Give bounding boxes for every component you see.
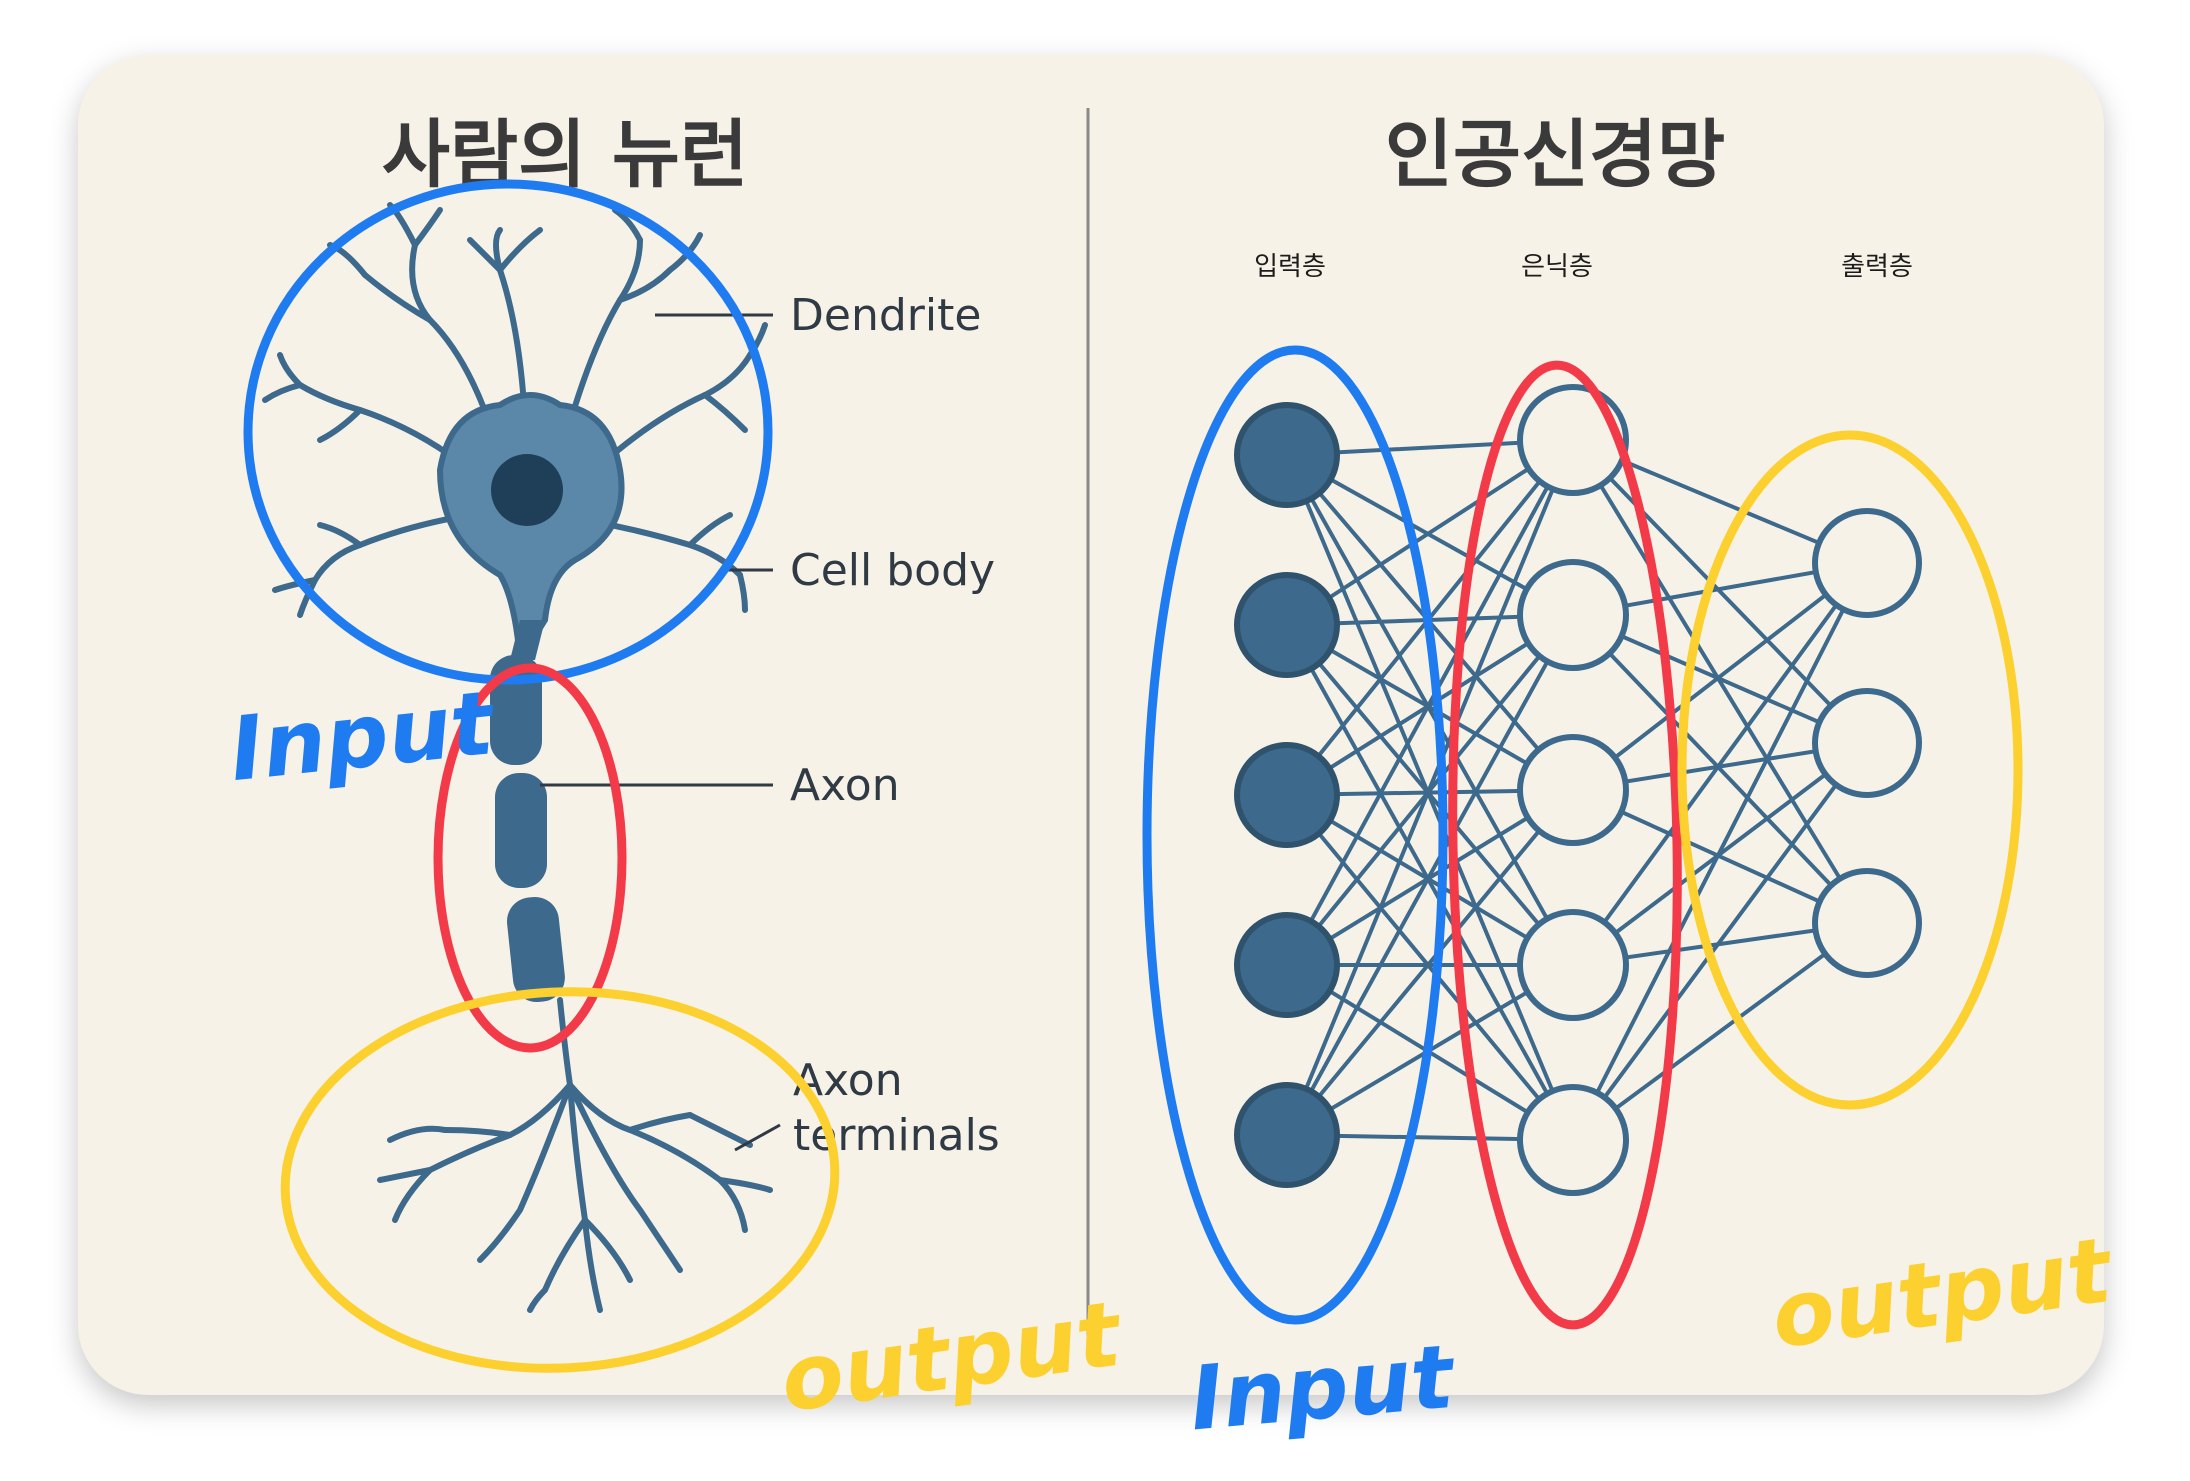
axon-terminals [377,997,773,1313]
network-edge [1571,438,1869,925]
network-edge [1285,623,1575,967]
label-dendrite: Dendrite [790,290,981,341]
network-edge [1285,454,1575,966]
annotation-oval-blue-network [1142,345,1448,1325]
annotation-text-input-network: Input [1186,1325,1460,1451]
network-edge [1571,921,1869,1142]
network-edge [1285,439,1575,1136]
annotation-oval-yellow-network [1677,430,2023,1110]
output-node [1812,508,1922,618]
network-edge [1285,793,1575,1142]
neuron-title: 사람의 뉴런 [382,112,748,198]
network-edge [1571,613,1869,925]
hidden-node [1517,384,1629,496]
network-edge [1285,624,1575,1141]
neuron-nucleus [491,454,563,526]
annotation-oval-yellow [280,987,840,1373]
input-node [1234,912,1340,1018]
input-node [1234,1082,1340,1188]
input-node [1234,572,1340,678]
network-edge [1571,561,1869,792]
network-edge [1571,741,1869,1142]
leader-line-axon-terminals [734,1123,781,1152]
layer-label-input: 입력층 [1254,252,1326,282]
network-panel: 인공신경망 입력층 은닉층 출력층 Input output [1142,112,2120,1451]
network-edge [1285,614,1575,1136]
network-edge [1571,561,1869,967]
input-node [1234,402,1340,508]
neuron-axon [510,620,545,660]
neuron-panel: 사람의 뉴런 [225,112,1129,1433]
network-edge [1571,562,1869,1141]
output-node [1812,688,1922,798]
network-edge [1285,438,1575,627]
hidden-node [1517,734,1629,846]
annotation-oval-red-network [1448,360,1682,1330]
network-nodes [1234,384,1922,1196]
network-edge [1285,439,1575,966]
layer-label-output: 출력층 [1841,252,1913,282]
myelin-segment [495,773,547,888]
network-title: 인공신경망 [1385,112,1725,198]
network-edge [1571,438,1869,745]
hidden-node [1517,1084,1629,1196]
output-node [1812,868,1922,978]
layer-label-hidden: 은닉층 [1521,252,1593,282]
annotation-circle-blue [243,179,773,685]
neuron-cell-body [436,392,625,670]
input-node [1234,742,1340,848]
myelin-segment [506,896,565,1003]
label-axon: Axon [790,760,900,811]
annotation-oval-red [433,663,627,1053]
label-cell-body: Cell body [790,545,995,596]
hidden-node [1517,559,1629,671]
hidden-node [1517,909,1629,1021]
network-edge [1285,788,1575,1137]
